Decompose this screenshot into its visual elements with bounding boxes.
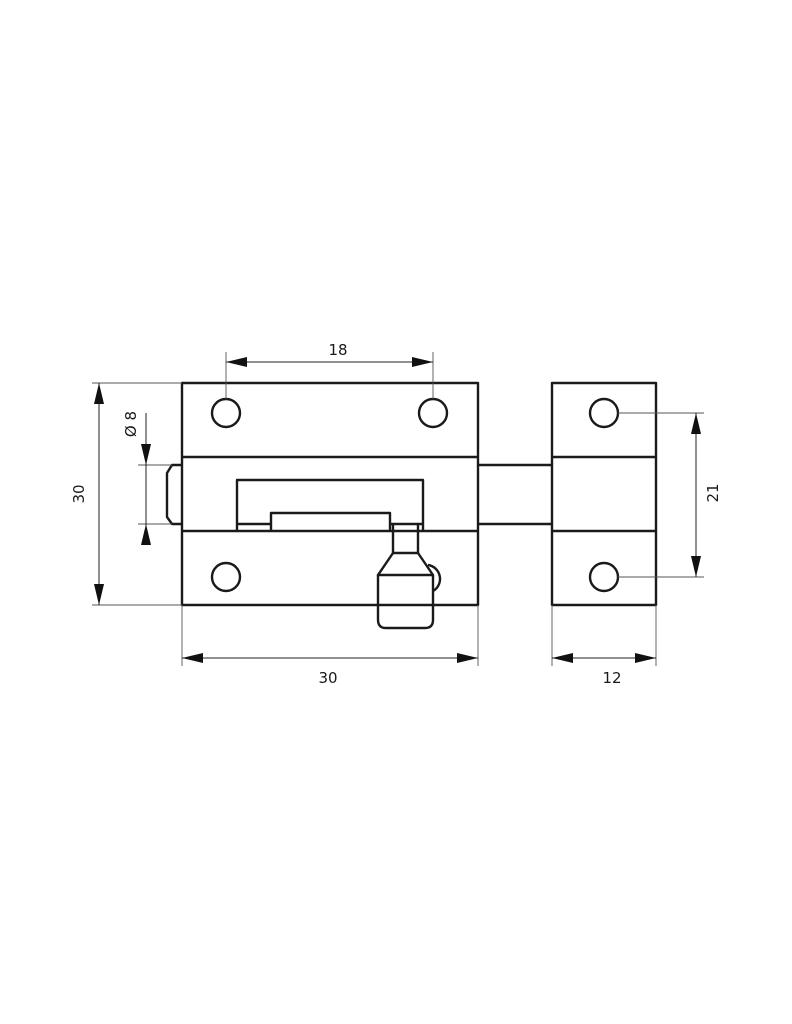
dimension-body-length: 30 — [181, 605, 479, 687]
screw-hole-bottom-right — [427, 563, 442, 593]
bolt-body — [180, 381, 480, 607]
dimension-label-18: 18 — [328, 341, 347, 359]
dimension-label-diameter-8: Ø 8 — [122, 411, 140, 437]
bolt-end-cap — [165, 463, 182, 526]
dimension-hole-spacing-top: 18 — [225, 341, 434, 399]
dimension-bolt-diameter: Ø 8 — [122, 411, 172, 545]
keeper — [550, 381, 658, 607]
dimension-keeper-width: 12 — [551, 605, 657, 687]
bolt-handle-knob — [376, 524, 435, 630]
dimension-label-30-height: 30 — [70, 484, 88, 503]
dimension-body-height: 30 — [70, 382, 182, 606]
dimension-keeper-hole-spacing: 21 — [618, 412, 722, 578]
dimension-label-21: 21 — [704, 483, 722, 502]
keeper-hole-top — [588, 397, 620, 429]
screw-hole-top-right — [417, 397, 449, 429]
keeper-hole-bottom — [588, 561, 620, 593]
bolt-rod — [478, 463, 552, 526]
screw-hole-bottom-left — [210, 561, 242, 593]
dimension-label-12: 12 — [602, 669, 621, 687]
screw-hole-top-left — [210, 397, 242, 429]
bolt-slot — [235, 478, 425, 531]
dimension-label-30-length: 30 — [318, 669, 337, 687]
